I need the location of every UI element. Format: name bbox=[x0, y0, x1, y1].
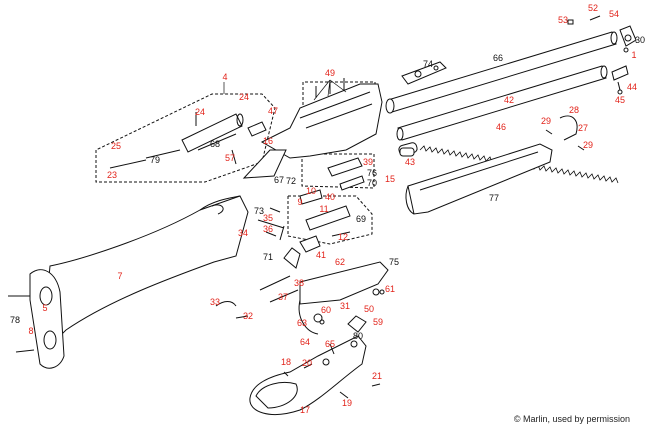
callout-label-l49: 49 bbox=[324, 68, 336, 78]
callout-label-l66: 66 bbox=[492, 53, 504, 63]
callout-label-l62: 62 bbox=[334, 257, 346, 267]
callout-label-l61: 61 bbox=[384, 284, 396, 294]
callout-label-l65: 65 bbox=[324, 339, 336, 349]
callout-label-l7: 7 bbox=[117, 271, 123, 281]
callout-label-l10: 10 bbox=[305, 186, 317, 196]
callout-label-l28: 28 bbox=[568, 105, 580, 115]
callout-label-l29b: 29 bbox=[582, 140, 594, 150]
finger-lever bbox=[249, 315, 367, 415]
callout-label-l11: 11 bbox=[319, 204, 329, 214]
callout-label-l24b: 24 bbox=[238, 92, 250, 102]
callout-label-l54: 54 bbox=[608, 9, 620, 19]
callout-label-l57: 57 bbox=[224, 153, 236, 163]
callout-label-l37: 37 bbox=[277, 292, 289, 302]
callout-label-l63: 63 bbox=[296, 318, 308, 328]
callout-label-l75: 75 bbox=[388, 257, 400, 267]
barrel-band bbox=[545, 115, 585, 151]
callout-label-l20: 20 bbox=[301, 358, 313, 368]
copyright-notice: © Marlin, used by permission bbox=[513, 414, 630, 424]
forearm bbox=[405, 143, 553, 215]
small-parts bbox=[215, 147, 415, 399]
callout-label-l36: 36 bbox=[262, 224, 274, 234]
callout-label-l41: 41 bbox=[315, 250, 327, 260]
bolt bbox=[109, 112, 267, 169]
barrel bbox=[385, 31, 618, 114]
callout-label-l18: 18 bbox=[280, 357, 292, 367]
callout-label-l34: 34 bbox=[237, 228, 249, 238]
callout-label-l23: 23 bbox=[106, 170, 118, 180]
callout-label-l79: 79 bbox=[149, 155, 161, 165]
callout-label-l78: 78 bbox=[9, 315, 21, 325]
callout-label-l71: 71 bbox=[262, 252, 274, 262]
callout-label-l42: 42 bbox=[503, 95, 515, 105]
callout-label-l43: 43 bbox=[404, 157, 416, 167]
callout-label-l17: 17 bbox=[299, 405, 311, 415]
receiver bbox=[242, 78, 383, 179]
callout-label-l24a: 24 bbox=[194, 107, 206, 117]
rear-sight bbox=[401, 61, 447, 85]
callout-label-l16: 16 bbox=[262, 136, 274, 146]
callout-label-l59: 59 bbox=[372, 317, 384, 327]
callout-label-l38: 38 bbox=[293, 278, 305, 288]
callout-label-l44: 44 bbox=[626, 82, 638, 92]
buttstock bbox=[43, 195, 249, 341]
hammer-parts bbox=[257, 157, 365, 269]
buttplate bbox=[8, 269, 65, 369]
callout-label-l67: 67 bbox=[273, 175, 285, 185]
carrier-box bbox=[301, 153, 375, 189]
callout-label-l74: 74 bbox=[422, 59, 434, 69]
front-band-parts bbox=[567, 15, 637, 95]
callout-label-l60: 60 bbox=[320, 305, 332, 315]
callout-label-l47: 47 bbox=[267, 106, 279, 116]
callout-label-l30: 30 bbox=[634, 35, 646, 45]
callout-label-l12: 12 bbox=[337, 232, 349, 242]
callout-label-l19: 19 bbox=[341, 398, 353, 408]
callout-label-l15: 15 bbox=[384, 174, 396, 184]
callout-label-l21: 21 bbox=[371, 371, 383, 381]
callout-label-l32: 32 bbox=[242, 311, 254, 321]
callout-label-l77: 77 bbox=[488, 193, 500, 203]
callout-label-l70: 70 bbox=[366, 178, 378, 188]
magazine-tube bbox=[396, 65, 608, 141]
callout-label-l45: 45 bbox=[614, 95, 626, 105]
bolt-group-box bbox=[95, 93, 276, 183]
callout-label-l8: 8 bbox=[28, 326, 34, 336]
trigger-plate bbox=[259, 261, 389, 335]
callout-label-l52: 52 bbox=[587, 3, 599, 13]
callout-label-l64: 64 bbox=[299, 337, 311, 347]
callout-label-l5: 5 bbox=[42, 303, 48, 313]
callout-label-l35: 35 bbox=[262, 213, 274, 223]
callout-label-l33: 33 bbox=[209, 297, 221, 307]
callout-label-l31: 31 bbox=[339, 301, 351, 311]
callout-label-l4: 4 bbox=[222, 72, 228, 82]
callout-label-l50: 50 bbox=[363, 304, 375, 314]
callout-label-l72: 72 bbox=[285, 176, 297, 186]
callout-label-l46: 46 bbox=[495, 122, 507, 132]
callout-label-l29a: 29 bbox=[540, 116, 552, 126]
callout-label-l1: 1 bbox=[631, 50, 637, 60]
callout-label-l40: 40 bbox=[324, 192, 336, 202]
callout-label-l80: 80 bbox=[352, 331, 364, 341]
callout-label-l69: 69 bbox=[355, 214, 367, 224]
callout-label-l76: 76 bbox=[366, 168, 378, 178]
leader-lines bbox=[223, 79, 347, 101]
lever-parts-box bbox=[287, 195, 373, 245]
callout-label-l53: 53 bbox=[557, 15, 569, 25]
callout-label-l39: 39 bbox=[362, 157, 374, 167]
callout-label-l73: 73 bbox=[253, 206, 265, 216]
callout-label-l9: 9 bbox=[297, 197, 303, 207]
callout-label-l68: 68 bbox=[209, 139, 221, 149]
callout-label-l27: 27 bbox=[577, 123, 589, 133]
callout-label-l25: 25 bbox=[110, 141, 122, 151]
